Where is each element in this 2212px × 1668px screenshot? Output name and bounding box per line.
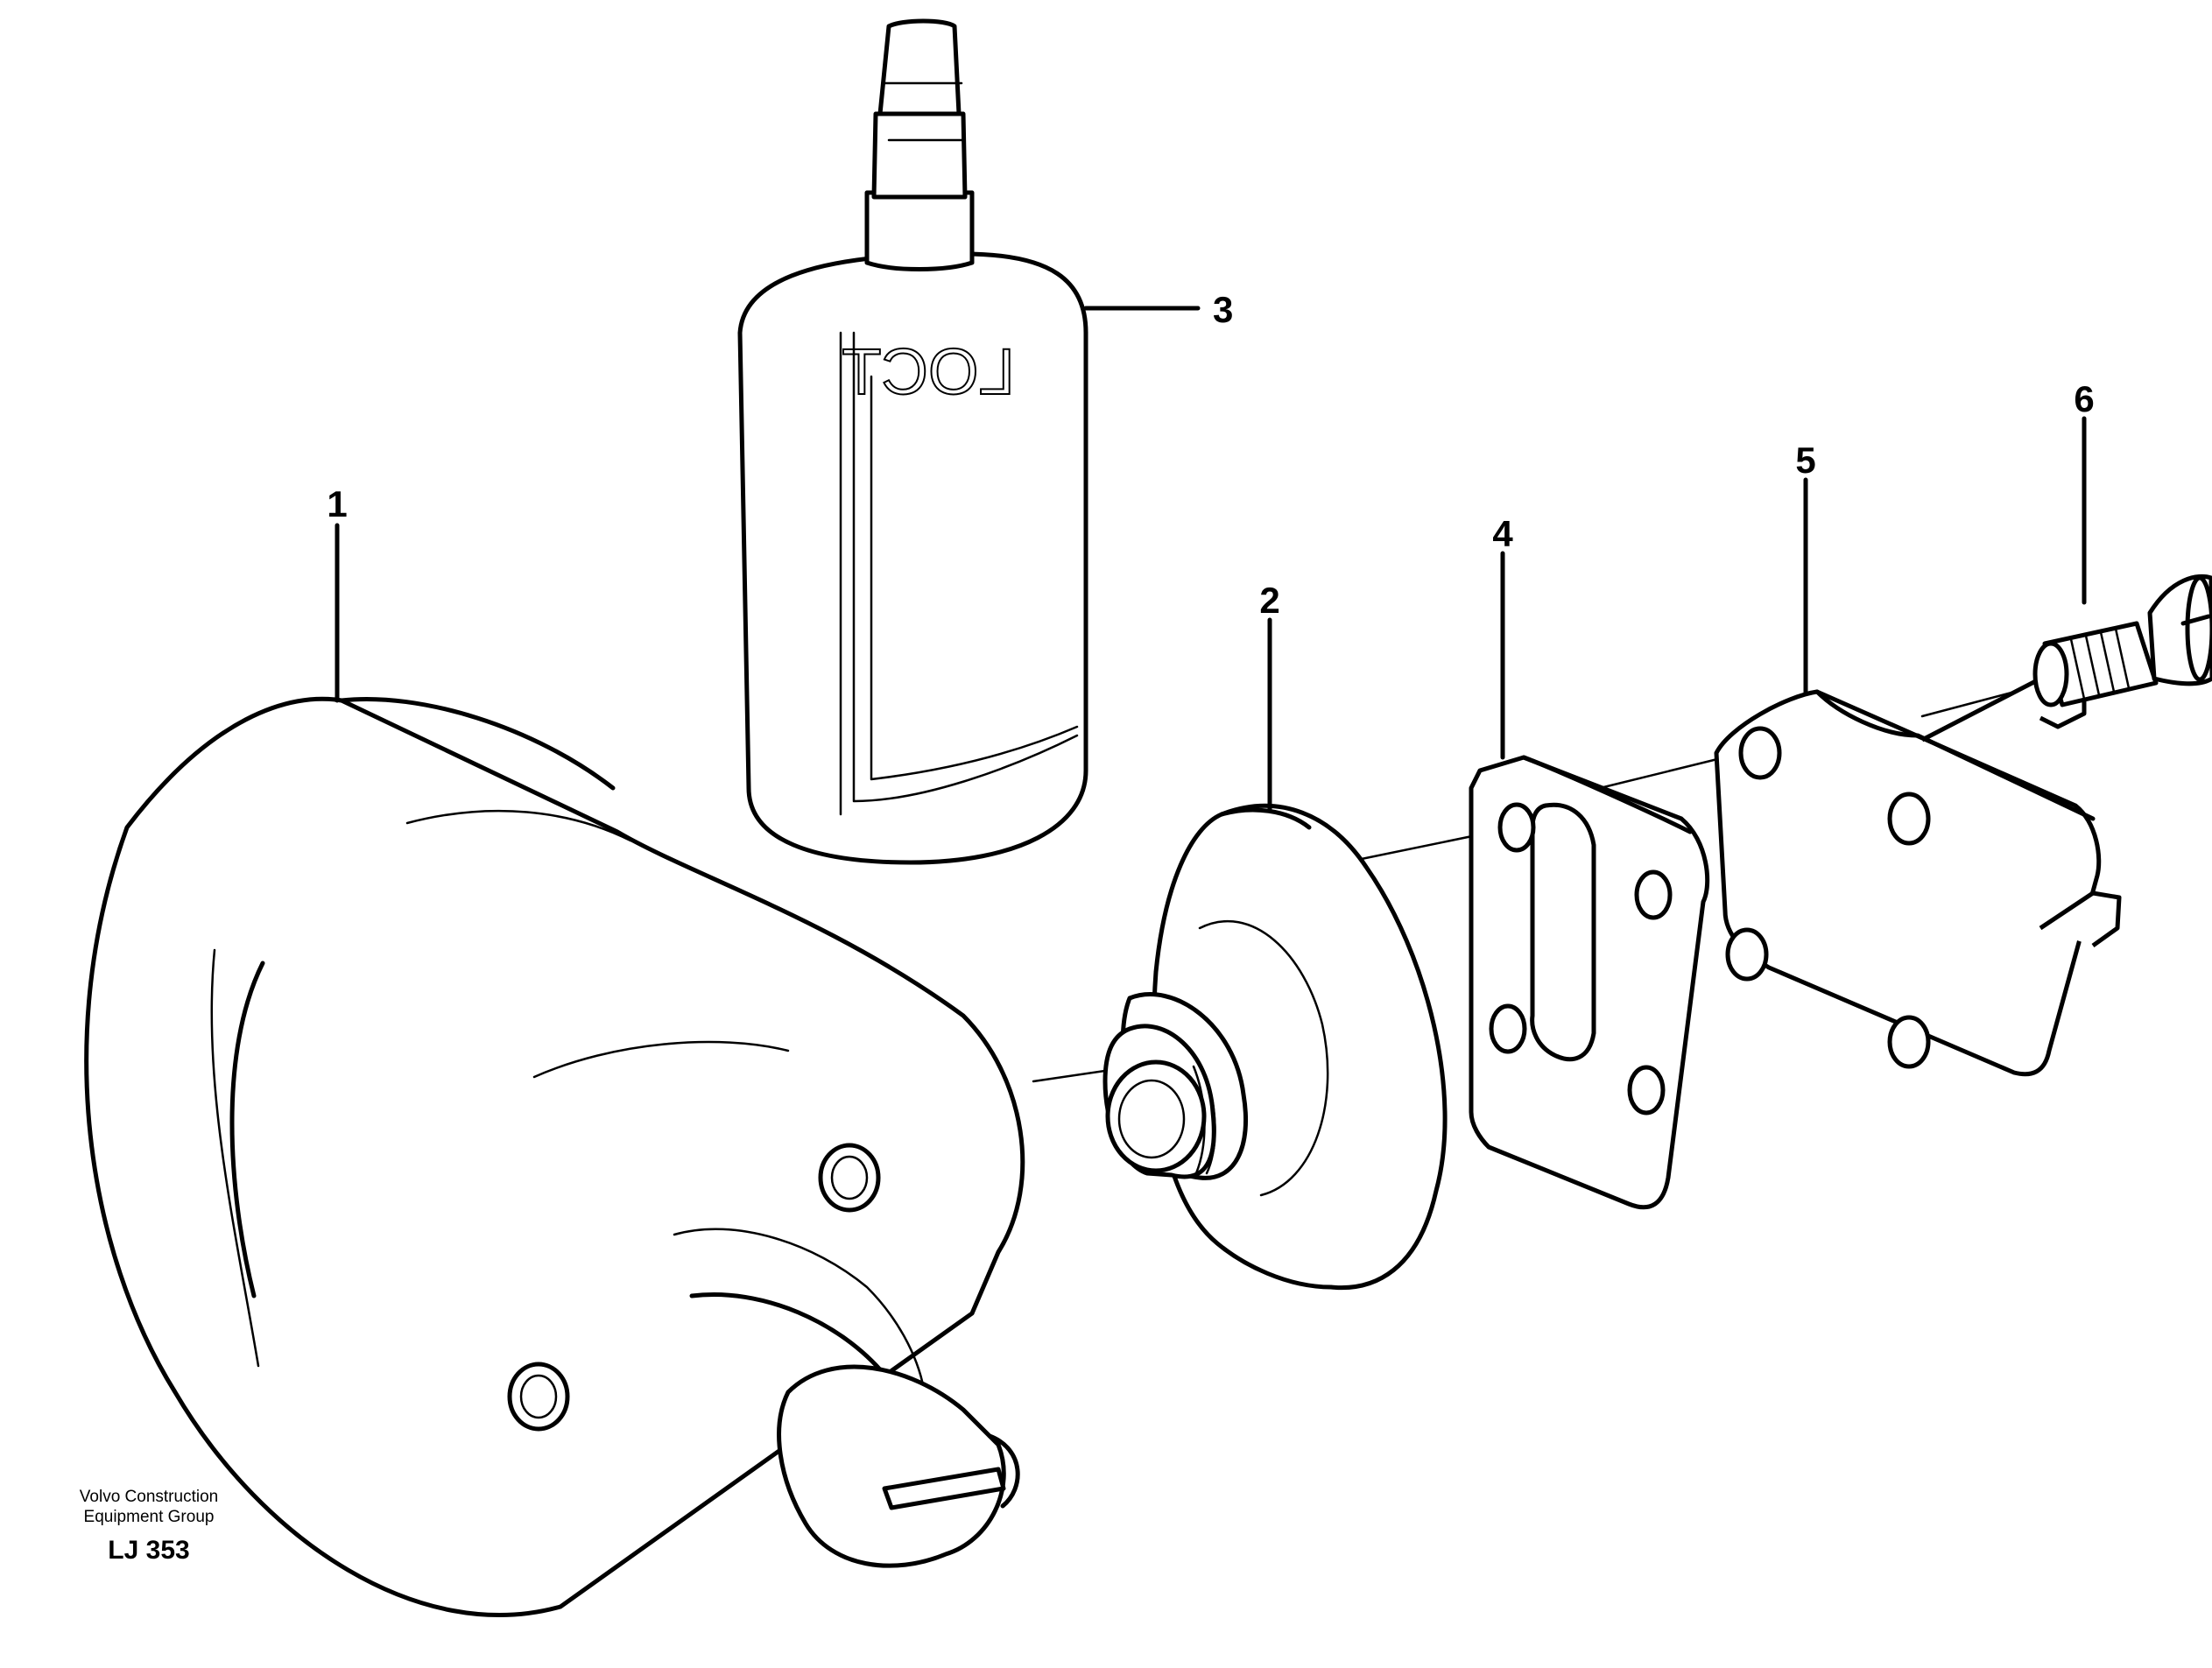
bottle-label-text: LOCT	[842, 335, 1014, 408]
callout-5: 5	[1795, 440, 1815, 481]
part-1-housing	[84, 696, 1025, 1617]
part-2-flange-fitting	[1102, 803, 1448, 1291]
drawing-code: LJ 353	[108, 1536, 190, 1565]
part-4-gasket	[1469, 755, 1710, 1210]
callout-3: 3	[1213, 289, 1233, 330]
callout-leaders	[335, 306, 2087, 813]
part-5-cover	[1714, 672, 2122, 1077]
callout-2: 2	[1259, 580, 1279, 621]
callout-4: 4	[1492, 513, 1513, 554]
credit-group: Equipment Group	[83, 1508, 215, 1526]
callout-1: 1	[327, 483, 347, 524]
credit-company: Volvo Construction	[79, 1488, 219, 1506]
part-3-sealant-bottle: LOCT	[737, 18, 1088, 865]
callout-6: 6	[2074, 378, 2094, 419]
part-6-screw	[2032, 574, 2212, 707]
callout-numbers: 1 2 3 4 5 6	[327, 289, 2094, 621]
